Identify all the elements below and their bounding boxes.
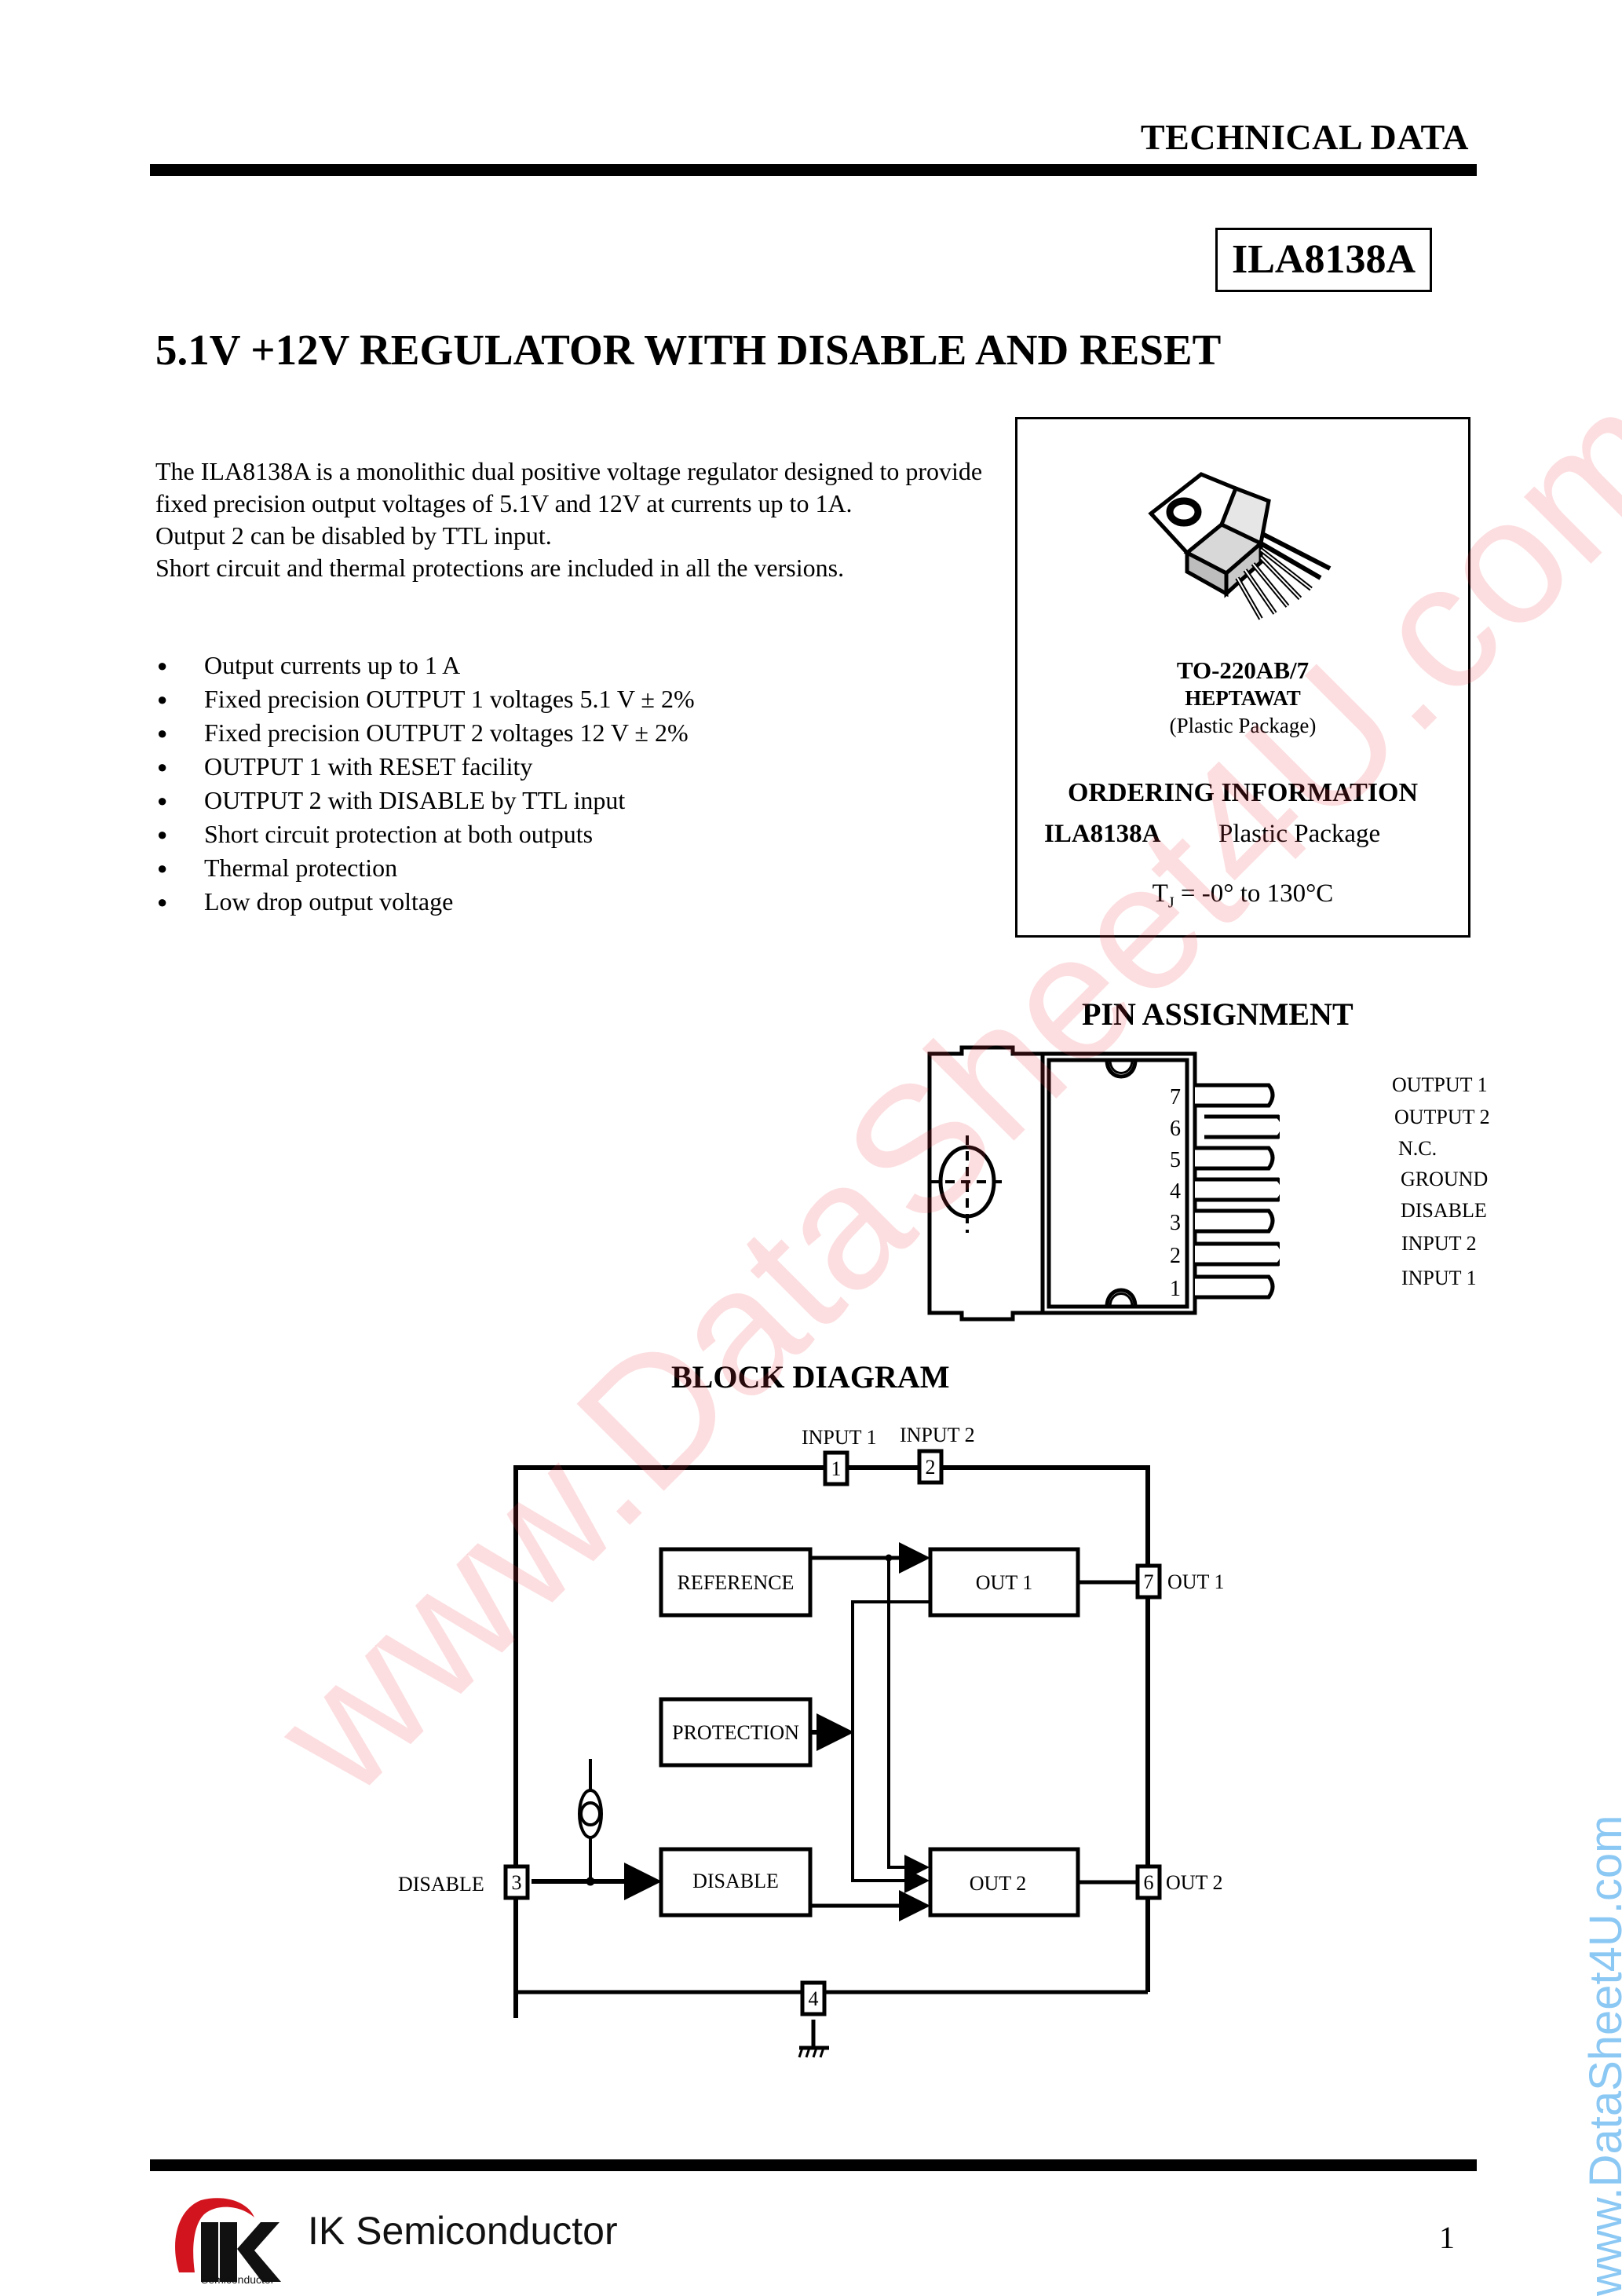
disable-block: DISABLE — [692, 1870, 779, 1892]
out2-pin-label: OUT 2 — [1166, 1871, 1222, 1894]
bullet-icon: ● — [157, 824, 168, 844]
bullet-icon: ● — [157, 858, 168, 878]
pin-label-input1: INPUT 1 — [1401, 1267, 1477, 1289]
reference-block: REFERENCE — [678, 1571, 795, 1594]
bullet-icon: ● — [157, 723, 168, 743]
feature-list: ● Output currents up to 1 A ● Fixed precis… — [155, 649, 695, 919]
out1-block: OUT 1 — [976, 1571, 1032, 1594]
bullet-icon: ● — [157, 757, 168, 777]
feature-item: ● OUTPUT 1 with RESET facility — [155, 750, 695, 784]
tj-range: = -0° to 130°C — [1174, 879, 1334, 908]
feature-item: ● Short circuit protection at both output… — [155, 817, 695, 851]
block-diagram: 1 2 7 6 3 4 REFERENCE OUT 1 PROTECTION D… — [398, 1424, 1224, 2058]
feature-text: Low drop output voltage — [204, 887, 454, 916]
ik-logo-icon — [175, 2198, 281, 2282]
input1-label: INPUT 1 — [802, 1426, 877, 1449]
intro-paragraph: Output 2 can be disabled by TTL input. — [155, 521, 552, 550]
logo-caption: Semiconductor — [201, 2273, 275, 2286]
feature-text: Thermal protection — [204, 854, 398, 882]
package-info-box: TO-220AB/7 HEPTAWAT (Plastic Package) OR… — [1015, 417, 1470, 938]
feature-item: ● Fixed precision OUTPUT 1 voltages 5.1 V… — [155, 682, 695, 716]
feature-item: ● Thermal protection — [155, 851, 695, 885]
pin-3-number: 3 — [512, 1871, 522, 1894]
ordering-title: ORDERING INFORMATION — [1067, 778, 1419, 807]
company-logo: Semiconductor IK Semiconductor — [162, 2186, 618, 2296]
feature-text: Fixed precision OUTPUT 1 voltages 5.1 V … — [204, 685, 695, 713]
pin-number: 1 — [1170, 1277, 1181, 1301]
feature-text: OUTPUT 1 with RESET facility — [204, 752, 533, 781]
intro-paragraph: The ILA8138A is a monolithic dual positi… — [155, 457, 983, 517]
intro-text: The ILA8138A is a monolithic dual positi… — [155, 455, 988, 584]
section-label: TECHNICAL DATA — [1140, 117, 1469, 157]
pin-assignment-title: PIN ASSIGNMENT — [1082, 996, 1353, 1032]
pin-assignment-drawing: 7 6 5 4 3 2 1 — [927, 1045, 1280, 1322]
pin-number: 6 — [1170, 1117, 1181, 1141]
pin-number: 2 — [1170, 1244, 1181, 1268]
pin-number: 7 — [1170, 1085, 1181, 1110]
tj-symbol: T — [1152, 879, 1168, 908]
pin-1-number: 1 — [831, 1457, 842, 1480]
protection-block: PROTECTION — [672, 1721, 799, 1744]
pin-label-input2: INPUT 2 — [1401, 1232, 1477, 1255]
package-name: TO-220AB/7 — [1176, 656, 1310, 684]
pin-2-number: 2 — [926, 1456, 936, 1479]
bullet-icon: ● — [157, 791, 168, 810]
feature-text: Short circuit protection at both outputs — [204, 820, 594, 848]
pin-number: 3 — [1170, 1211, 1181, 1235]
top-rule — [150, 164, 1477, 176]
feature-item: ● Low drop output voltage — [155, 885, 695, 919]
bullet-icon: ● — [157, 689, 168, 709]
feature-text: OUTPUT 2 with DISABLE by TTL input — [204, 786, 626, 814]
feature-text: Output currents up to 1 A — [204, 651, 461, 679]
pin-number: 5 — [1170, 1148, 1181, 1172]
page-number: 1 — [1439, 2220, 1455, 2255]
feature-item: ● Fixed precision OUTPUT 2 voltages 12 V … — [155, 716, 695, 750]
out1-pin-label: OUT 1 — [1167, 1570, 1224, 1593]
package-material: (Plastic Package) — [1169, 714, 1317, 737]
ordering-package: Plastic Package — [1218, 820, 1381, 848]
input2-label: INPUT 2 — [900, 1424, 975, 1446]
disable-pin-label: DISABLE — [398, 1873, 484, 1896]
package-illustration-icon — [1148, 472, 1332, 620]
company-name: IK Semiconductor — [308, 2209, 618, 2253]
feature-item: ● OUTPUT 2 with DISABLE by TTL input — [155, 784, 695, 817]
package-type: HEPTAWAT — [1185, 686, 1301, 710]
pin-label-ground: GROUND — [1401, 1168, 1489, 1190]
pin-label-output1: OUTPUT 1 — [1392, 1073, 1488, 1096]
part-number-box: ILA8138A — [1215, 228, 1432, 292]
watermark-vertical: www.DataSheet4U.com — [1580, 1815, 1622, 2296]
bottom-rule — [150, 2159, 1477, 2171]
pin-label-nc: N.C. — [1398, 1137, 1438, 1160]
junction-temperature: TJ = -0° to 130°C — [1017, 879, 1468, 912]
pin-4-number: 4 — [809, 1987, 819, 2010]
tj-subscript: J — [1167, 894, 1174, 912]
pin-label-output2: OUTPUT 2 — [1394, 1106, 1490, 1128]
pin-label-disable: DISABLE — [1401, 1199, 1487, 1222]
ordering-part: ILA8138A — [1044, 820, 1161, 848]
pin-7-number: 7 — [1144, 1570, 1154, 1593]
feature-text: Fixed precision OUTPUT 2 voltages 12 V ±… — [204, 718, 689, 747]
bullet-icon: ● — [157, 892, 168, 912]
pin-6-number: 6 — [1144, 1871, 1154, 1894]
pin-number: 4 — [1170, 1179, 1181, 1204]
intro-paragraph: Short circuit and thermal protections ar… — [155, 554, 845, 582]
bullet-icon: ● — [157, 656, 168, 675]
page-title: 5.1V +12V REGULATOR WITH DISABLE AND RES… — [155, 326, 1222, 374]
out2-block: OUT 2 — [970, 1872, 1026, 1895]
block-diagram-title: BLOCK DIAGRAM — [671, 1359, 950, 1395]
feature-item: ● Output currents up to 1 A — [155, 649, 695, 682]
